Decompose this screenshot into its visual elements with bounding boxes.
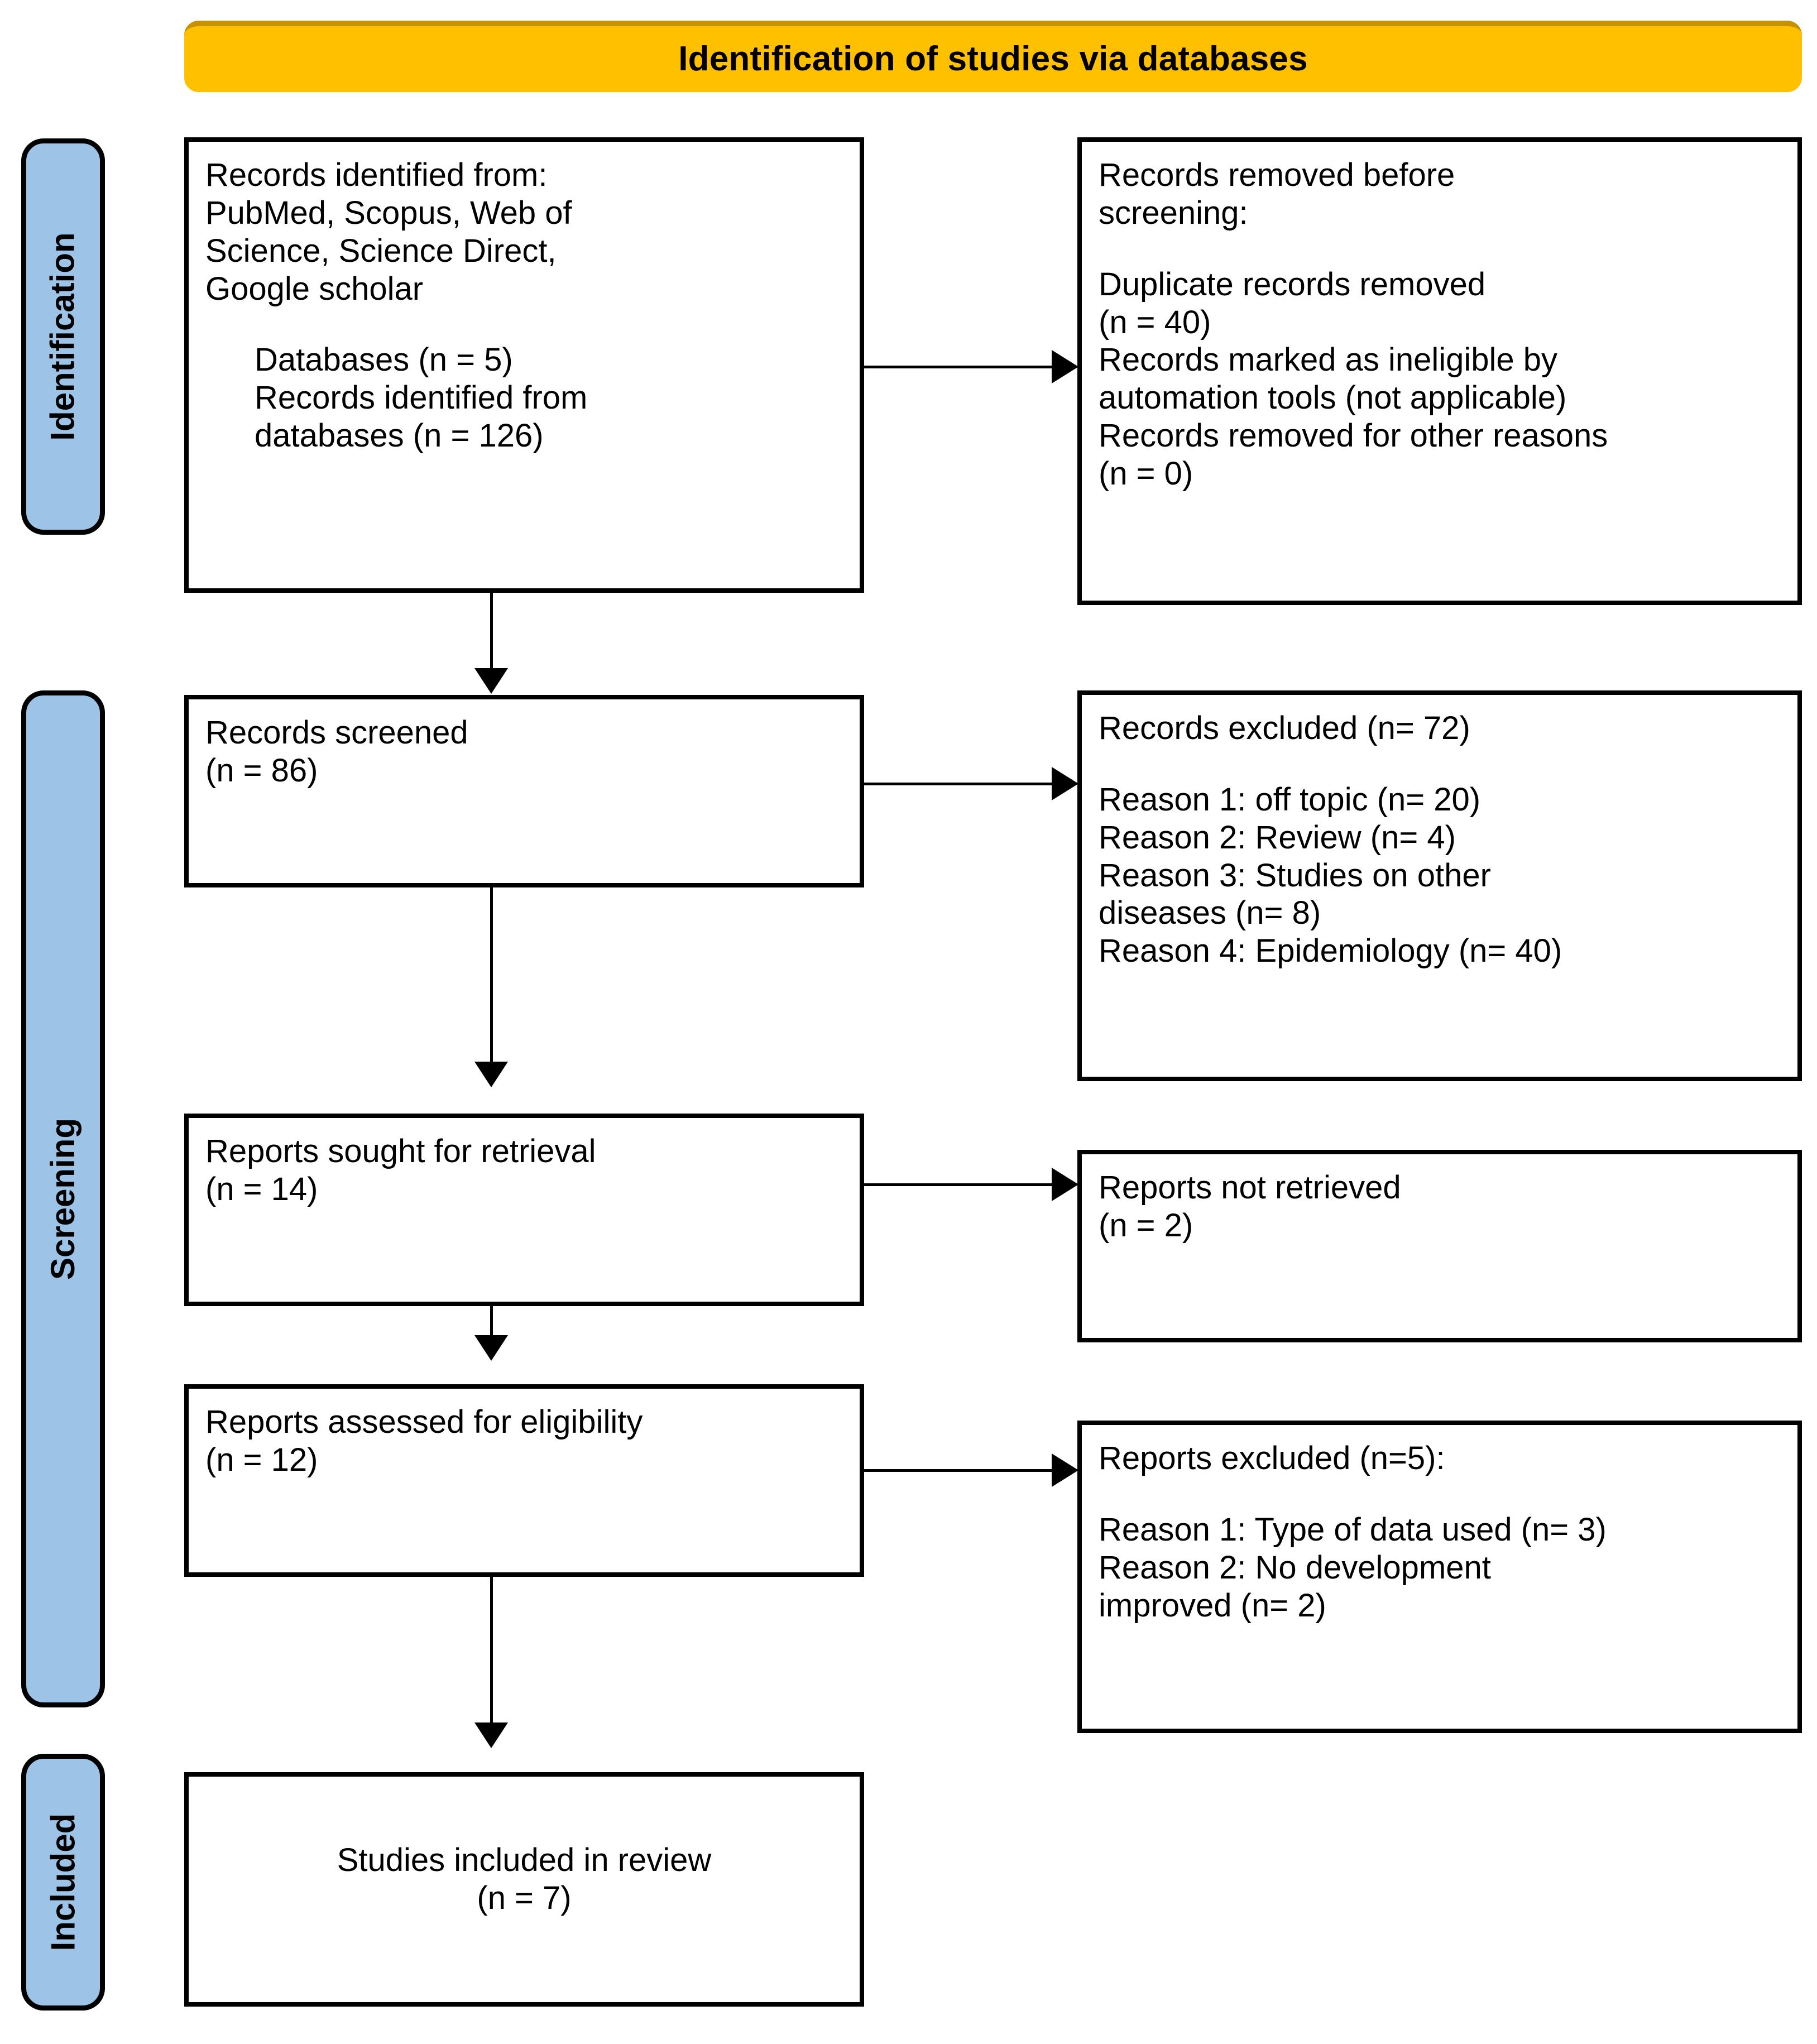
reports-not-retrieved-count: (n = 2): [1099, 1207, 1193, 1244]
records-identified-line4: Google scholar: [205, 270, 424, 307]
records-removed-line1: Records removed before: [1099, 157, 1455, 193]
phase-label-screening-text: Screening: [44, 1117, 82, 1280]
records-identified-line6: Records identified from: [255, 380, 588, 416]
records-identified-count: databases (n = 126): [255, 418, 544, 454]
connector-sought-to-notretrieved-arrow: [1052, 1168, 1078, 1201]
records-removed-other-count: (n = 0): [1099, 455, 1193, 492]
records-excluded-reason-2: Reason 2: Review (n= 4): [1099, 819, 1456, 856]
records-excluded-reason-4: Reason 4: Epidemiology (n= 40): [1099, 933, 1562, 970]
duplicate-records-removed-count: (n = 40): [1099, 304, 1211, 340]
reports-excluded-spacer: [1099, 1477, 1781, 1511]
records-excluded-spacer: [1099, 747, 1781, 781]
box-records-identified: Records identified from: PubMed, Scopus,…: [184, 137, 864, 593]
phase-label-identification-text: Identification: [44, 232, 81, 441]
reports-excluded-reason-2-line1: Reason 2: No development: [1099, 1549, 1491, 1586]
records-removed-spacer: [1099, 232, 1781, 266]
box-records-screened: Records screened (n = 86): [184, 695, 864, 887]
connector-identified-to-screened-line: [490, 593, 493, 670]
diagram-header-banner: Identification of studies via databases: [184, 21, 1802, 92]
reports-excluded-reason-2-line2: improved (n= 2): [1099, 1587, 1326, 1624]
connector-sought-to-notretrieved-line: [864, 1183, 1054, 1186]
box-reports-not-retrieved: Reports not retrieved (n = 2): [1077, 1150, 1802, 1342]
box-reports-excluded: Reports excluded (n=5): Reason 1: Type o…: [1077, 1421, 1802, 1733]
records-excluded-reason-3-line1: Reason 3: Studies on other: [1099, 857, 1491, 894]
records-screened-count: (n = 86): [205, 752, 318, 789]
reports-sought-label: Reports sought for retrieval: [205, 1133, 596, 1169]
records-ineligible-automation-line2: automation tools (not applicable): [1099, 380, 1567, 416]
reports-not-retrieved-label: Reports not retrieved: [1099, 1169, 1401, 1206]
studies-included-count: (n = 7): [477, 1879, 572, 1916]
connector-sought-to-assessed-line: [490, 1306, 493, 1337]
reports-sought-count: (n = 14): [205, 1170, 318, 1207]
box-reports-assessed: Reports assessed for eligibility (n = 12…: [184, 1384, 864, 1577]
reports-excluded-total: Reports excluded (n=5):: [1099, 1440, 1445, 1476]
phase-label-screening: Screening: [21, 690, 105, 1707]
records-identified-line1: Records identified from:: [205, 157, 548, 193]
connector-assessed-to-included-arrow: [474, 1722, 508, 1748]
duplicate-records-removed-label: Duplicate records removed: [1099, 266, 1486, 303]
records-identified-line2: PubMed, Scopus, Web of: [205, 194, 572, 231]
records-removed-line2: screening:: [1099, 194, 1248, 231]
diagram-title: Identification of studies via databases: [678, 40, 1308, 78]
records-removed-other-label: Records removed for other reasons: [1099, 418, 1608, 454]
box-records-removed: Records removed before screening: Duplic…: [1077, 137, 1802, 605]
connector-screened-to-excluded-arrow: [1052, 767, 1078, 800]
phase-label-identification: Identification: [21, 138, 105, 535]
reports-assessed-count: (n = 12): [205, 1441, 318, 1478]
connector-identified-to-removed-line: [864, 366, 1054, 368]
connector-identified-to-screened-arrow: [474, 668, 508, 694]
phase-label-included-text: Included: [44, 1813, 81, 1951]
records-identified-line3: Science, Science Direct,: [205, 232, 557, 269]
reports-excluded-reason-1: Reason 1: Type of data used (n= 3): [1099, 1511, 1607, 1548]
connector-assessed-to-excluded-arrow: [1052, 1453, 1078, 1487]
box-records-excluded: Records excluded (n= 72) Reason 1: off t…: [1077, 690, 1802, 1081]
connector-screened-to-sought-arrow: [474, 1062, 508, 1087]
connector-screened-to-sought-line: [490, 887, 493, 1063]
box-reports-sought: Reports sought for retrieval (n = 14): [184, 1114, 864, 1306]
studies-included-top-pad: [205, 1791, 843, 1841]
box-studies-included: Studies included in review (n = 7): [184, 1772, 864, 2007]
records-identified-spacer: [205, 308, 843, 341]
records-excluded-reason-3-line2: diseases (n= 8): [1099, 895, 1321, 932]
connector-screened-to-excluded-line: [864, 783, 1054, 785]
phase-label-included: Included: [21, 1754, 105, 2011]
connector-assessed-to-included-line: [490, 1577, 493, 1725]
records-identified-databases: Databases (n = 5): [255, 342, 513, 378]
connector-assessed-to-excluded-line: [864, 1469, 1054, 1472]
records-ineligible-automation-line1: Records marked as ineligible by: [1099, 342, 1558, 378]
records-screened-label: Records screened: [205, 714, 468, 751]
records-excluded-total: Records excluded (n= 72): [1099, 710, 1470, 746]
connector-sought-to-assessed-arrow: [474, 1335, 508, 1361]
reports-assessed-label: Reports assessed for eligibility: [205, 1404, 643, 1440]
records-excluded-reason-1: Reason 1: off topic (n= 20): [1099, 781, 1481, 818]
studies-included-label: Studies included in review: [337, 1842, 712, 1878]
connector-identified-to-removed-arrow: [1052, 350, 1078, 383]
